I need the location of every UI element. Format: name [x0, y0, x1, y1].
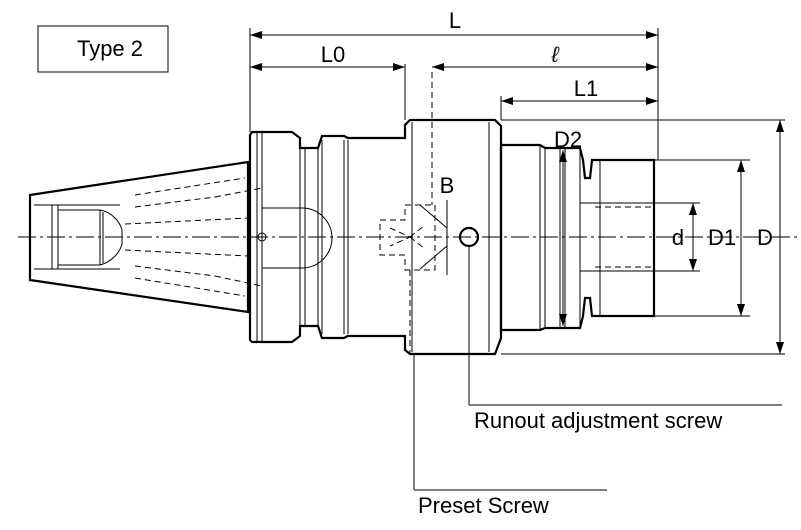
type-box [37, 25, 169, 73]
dim-l-label: ℓ [550, 42, 559, 67]
dim-d-label: d [672, 225, 684, 250]
dim-L0-label: L0 [321, 42, 345, 67]
dimension-B: B [419, 173, 455, 275]
dimension-L: L [250, 8, 658, 39]
type-label: Type 2 [77, 36, 143, 61]
dim-D1-label: D1 [708, 225, 736, 250]
flange-body [248, 72, 503, 356]
callout-runout: Runout adjustment screw [468, 246, 782, 433]
dim-B-label: B [440, 173, 455, 198]
dimension-D2: D2 [554, 127, 582, 326]
dimension-l: ℓ [432, 42, 658, 71]
extension-lines [249, 28, 785, 355]
dimension-d: d [672, 203, 697, 271]
runout-label: Runout adjustment screw [474, 408, 722, 433]
dim-D-label: D [757, 225, 773, 250]
callout-preset: Preset Screw [413, 354, 607, 518]
preset-label: Preset Screw [418, 493, 549, 518]
dimension-L1: L1 [501, 76, 658, 105]
dimension-D: D [757, 120, 784, 354]
dimension-D1: D1 [708, 160, 745, 316]
dim-L-label: L [449, 8, 461, 33]
dim-L1-label: L1 [574, 76, 598, 101]
dimension-L0: L0 [250, 42, 405, 71]
dim-D2-label: D2 [554, 127, 582, 152]
taper-shank [28, 160, 263, 314]
